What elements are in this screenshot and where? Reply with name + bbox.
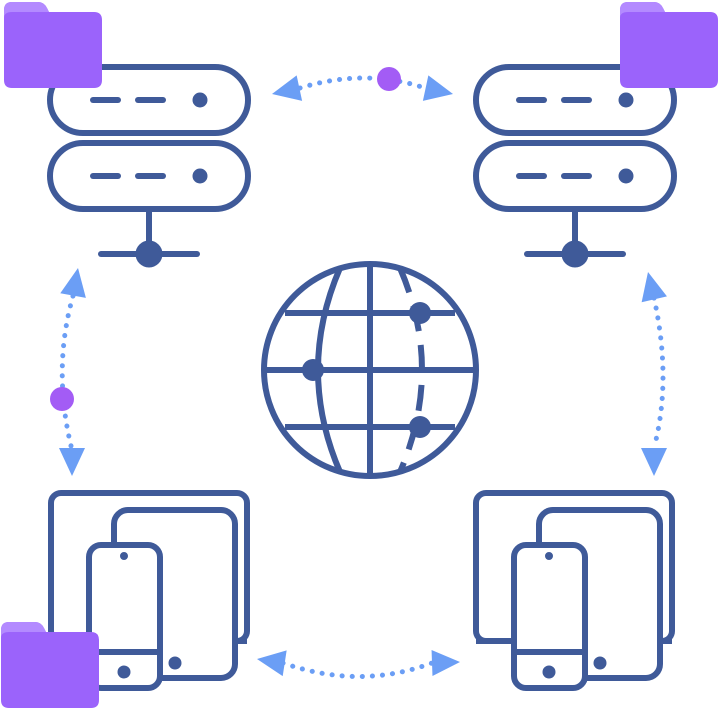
link-right <box>641 272 667 476</box>
servers-group <box>50 67 674 267</box>
link-left <box>50 268 86 476</box>
devices-bottom-right-devices-icon <box>476 493 672 688</box>
link-bottom <box>257 650 460 679</box>
link-bottom-arrow-start <box>257 650 287 677</box>
links-group <box>50 67 667 679</box>
link-left-arrow-end <box>59 448 85 476</box>
link-bottom-arrow-end <box>431 650 460 676</box>
link-top-arrow-end <box>422 75 453 101</box>
link-top-midpoint-node <box>377 67 401 91</box>
link-left-arrow-start <box>60 268 86 298</box>
link-top-dotted-line <box>297 75 428 91</box>
devices-group <box>51 493 672 688</box>
link-bottom-dotted-line <box>280 660 435 679</box>
server-top-left-folder-icon <box>4 2 102 88</box>
link-top-arrow-start <box>272 75 303 101</box>
link-right-arrow-start <box>641 272 667 303</box>
link-right-dotted-line <box>651 295 666 451</box>
server-top-right-folder-icon <box>620 2 718 88</box>
link-left-dotted-line <box>59 293 76 453</box>
devices-bottom-left-folder-icon <box>1 622 99 708</box>
link-top <box>272 67 453 101</box>
server-top-right-server-icon <box>476 67 674 267</box>
link-right-arrow-end <box>641 448 667 476</box>
server-top-left-server-icon <box>50 67 248 267</box>
link-left-midpoint-node <box>50 387 74 411</box>
globe-icon <box>261 261 479 479</box>
